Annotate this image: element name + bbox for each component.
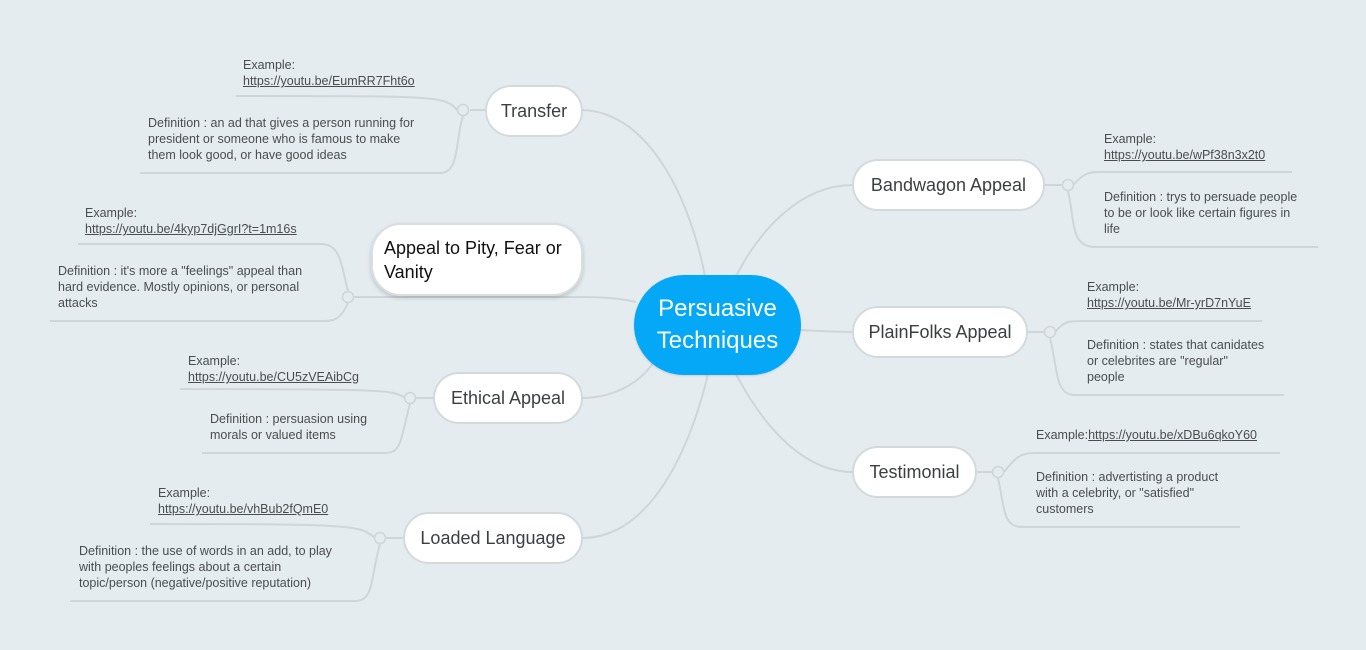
- definition-plainfolks: Definition : states that canidates or ce…: [1087, 337, 1264, 385]
- definition-transfer: Definition : an ad that gives a person r…: [148, 115, 414, 163]
- topic-label: Loaded Language: [420, 528, 566, 548]
- example-label: Example:: [1087, 280, 1140, 294]
- topic-transfer[interactable]: Transfer: [485, 85, 583, 137]
- example-label: Example:: [85, 206, 138, 220]
- example-link[interactable]: https://youtu.be/Mr-yrD7nYuE: [1087, 296, 1251, 310]
- definition-line: Definition : trys to persuade people: [1104, 190, 1298, 204]
- definition-line: Definition : advertisting a product: [1036, 470, 1219, 484]
- example-link[interactable]: https://youtu.be/xDBu6qkoY60: [1088, 428, 1257, 442]
- definition-line: with a celebrity, or "satisfied": [1036, 486, 1195, 500]
- example-label: Example:: [158, 486, 211, 500]
- definition-line: Definition : it's more a "feelings" appe…: [58, 264, 303, 278]
- example-label: Example:: [243, 58, 296, 72]
- topic-bandwagon-appeal[interactable]: Bandwagon Appeal: [852, 159, 1045, 211]
- definition-line: Definition : states that canidates: [1087, 338, 1265, 352]
- definition-line: customers: [1036, 502, 1094, 516]
- example-ethical: Example: https://youtu.be/CU5zVEAibCg: [188, 353, 359, 385]
- example-testimonial: Example:https://youtu.be/xDBu6qkoY60: [1036, 427, 1257, 443]
- topic-label: Ethical Appeal: [450, 388, 566, 408]
- definition-line: morals or valued items: [210, 428, 336, 442]
- topic-label: Appeal to Pity, Fear or Vanity: [384, 237, 562, 282]
- topic-label: Transfer: [500, 101, 568, 121]
- definition-line: Definition : an ad that gives a person r…: [148, 116, 415, 130]
- example-link[interactable]: https://youtu.be/4kyp7djGgrI?t=1m16s: [85, 222, 297, 236]
- example-loaded: Example: https://youtu.be/vhBub2fQmE0: [158, 485, 328, 517]
- definition-line: Definition : persuasion using: [210, 412, 368, 426]
- definition-ethical: Definition : persuasion using morals or …: [210, 411, 367, 443]
- definition-testimonial: Definition : advertisting a product with…: [1036, 469, 1218, 517]
- example-transfer: Example: https://youtu.be/EumRR7Fht6o: [243, 57, 415, 89]
- definition-line: attacks: [58, 296, 98, 310]
- example-label: Example:: [1036, 428, 1089, 442]
- topic-appeal-to-pity[interactable]: Appeal to Pity, Fear or Vanity: [371, 223, 583, 296]
- definition-pity: Definition : it's more a "feelings" appe…: [58, 263, 302, 311]
- definition-line: or celebrites are "regular": [1087, 354, 1228, 368]
- central-topic[interactable]: Persuasive Techniques: [634, 275, 801, 375]
- topic-label: Bandwagon Appeal: [870, 175, 1027, 195]
- definition-line: president or someone who is famous to ma…: [148, 132, 401, 146]
- example-link[interactable]: https://youtu.be/EumRR7Fht6o: [243, 74, 415, 88]
- example-label: Example:: [1104, 132, 1157, 146]
- topic-label: PlainFolks Appeal: [868, 322, 1012, 342]
- definition-line: people: [1087, 370, 1125, 384]
- definition-line: hard evidence. Mostly opinions, or perso…: [58, 280, 300, 294]
- definition-bandwagon: Definition : trys to persuade people to …: [1104, 189, 1297, 237]
- topic-loaded-language[interactable]: Loaded Language: [403, 512, 583, 564]
- definition-line: with peoples feelings about a certain: [79, 560, 282, 574]
- definition-loaded: Definition : the use of words in an add,…: [79, 543, 332, 591]
- topic-label: Testimonial: [869, 462, 960, 482]
- definition-line: life: [1104, 222, 1120, 236]
- example-pity: Example: https://youtu.be/4kyp7djGgrI?t=…: [85, 205, 297, 237]
- definition-line: to be or look like certain figures in: [1104, 206, 1291, 220]
- definition-line: Definition : the use of words in an add,…: [79, 544, 332, 558]
- example-link[interactable]: https://youtu.be/wPf38n3x2t0: [1104, 148, 1266, 162]
- definition-line: them look good, or have good ideas: [148, 148, 347, 162]
- topic-ethical-appeal[interactable]: Ethical Appeal: [433, 372, 583, 424]
- example-plainfolks: Example: https://youtu.be/Mr-yrD7nYuE: [1087, 279, 1251, 311]
- definition-line: topic/person (negative/positive reputati…: [79, 576, 312, 590]
- example-label: Example:: [188, 354, 241, 368]
- topic-plainfolks-appeal[interactable]: PlainFolks Appeal: [852, 306, 1028, 358]
- example-bandwagon: Example: https://youtu.be/wPf38n3x2t0: [1104, 131, 1265, 163]
- central-topic-label: Persuasive Techniques: [656, 295, 779, 354]
- topic-testimonial[interactable]: Testimonial: [852, 446, 977, 498]
- example-link[interactable]: https://youtu.be/CU5zVEAibCg: [188, 370, 359, 384]
- example-link[interactable]: https://youtu.be/vhBub2fQmE0: [158, 502, 329, 516]
